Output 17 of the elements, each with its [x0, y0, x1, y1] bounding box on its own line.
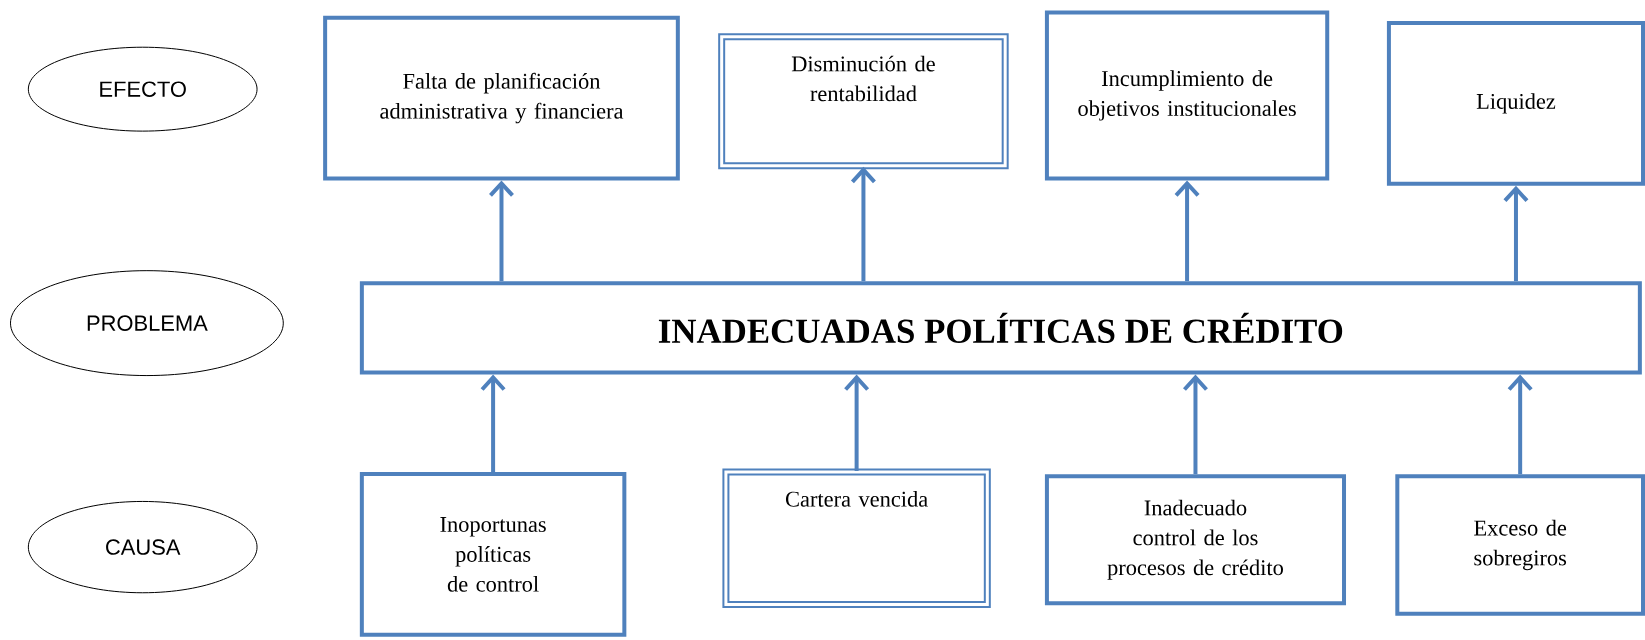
arrow [844, 374, 870, 471]
text-box: Liquidez [1386, 21, 1645, 186]
text-box: Disminución de rentabilidad [718, 33, 1009, 170]
text-box: Incumplimiento de objetivos institucionales [1044, 10, 1330, 181]
arrow [1503, 185, 1529, 282]
arrow [1507, 374, 1533, 475]
arrow [850, 166, 876, 282]
text-box: Inoportunas políticas de control [359, 472, 627, 637]
arrow [480, 374, 506, 473]
text-box: Falta de planificación administrativa y financiera [323, 15, 680, 181]
text-box: Exceso de sobregiros [1395, 474, 1645, 616]
text-box: Inadecuado control de los procesos de crédito [1044, 474, 1346, 606]
arrow [489, 180, 514, 282]
arrow [1174, 180, 1200, 282]
problem-box: INADECUADAS POLÍTICAS DE CRÉDITO [359, 281, 1642, 375]
arrow [1183, 374, 1208, 475]
text-box: Cartera vencida [722, 468, 991, 608]
